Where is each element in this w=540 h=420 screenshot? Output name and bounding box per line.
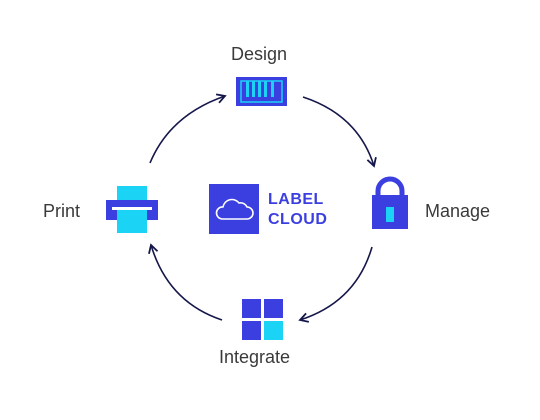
step-label-integrate: Integrate <box>219 347 291 367</box>
arrow-print-to-design <box>149 93 227 164</box>
cloud-icon <box>209 184 259 234</box>
arrow-design-to-manage <box>302 96 377 168</box>
arrow-manage-to-integrate <box>298 246 373 323</box>
step-label-print: Print <box>43 201 81 221</box>
logo-text-label: LABEL <box>268 191 324 208</box>
printer-icon <box>106 186 158 233</box>
logo-text-cloud: CLOUD <box>268 211 328 228</box>
step-label-manage: Manage <box>425 201 491 221</box>
grid-icon <box>242 299 283 340</box>
padlock-icon <box>372 176 408 229</box>
step-label-design: Design <box>231 44 288 64</box>
arrow-integrate-to-print <box>148 243 223 321</box>
barcode-icon <box>236 77 287 106</box>
